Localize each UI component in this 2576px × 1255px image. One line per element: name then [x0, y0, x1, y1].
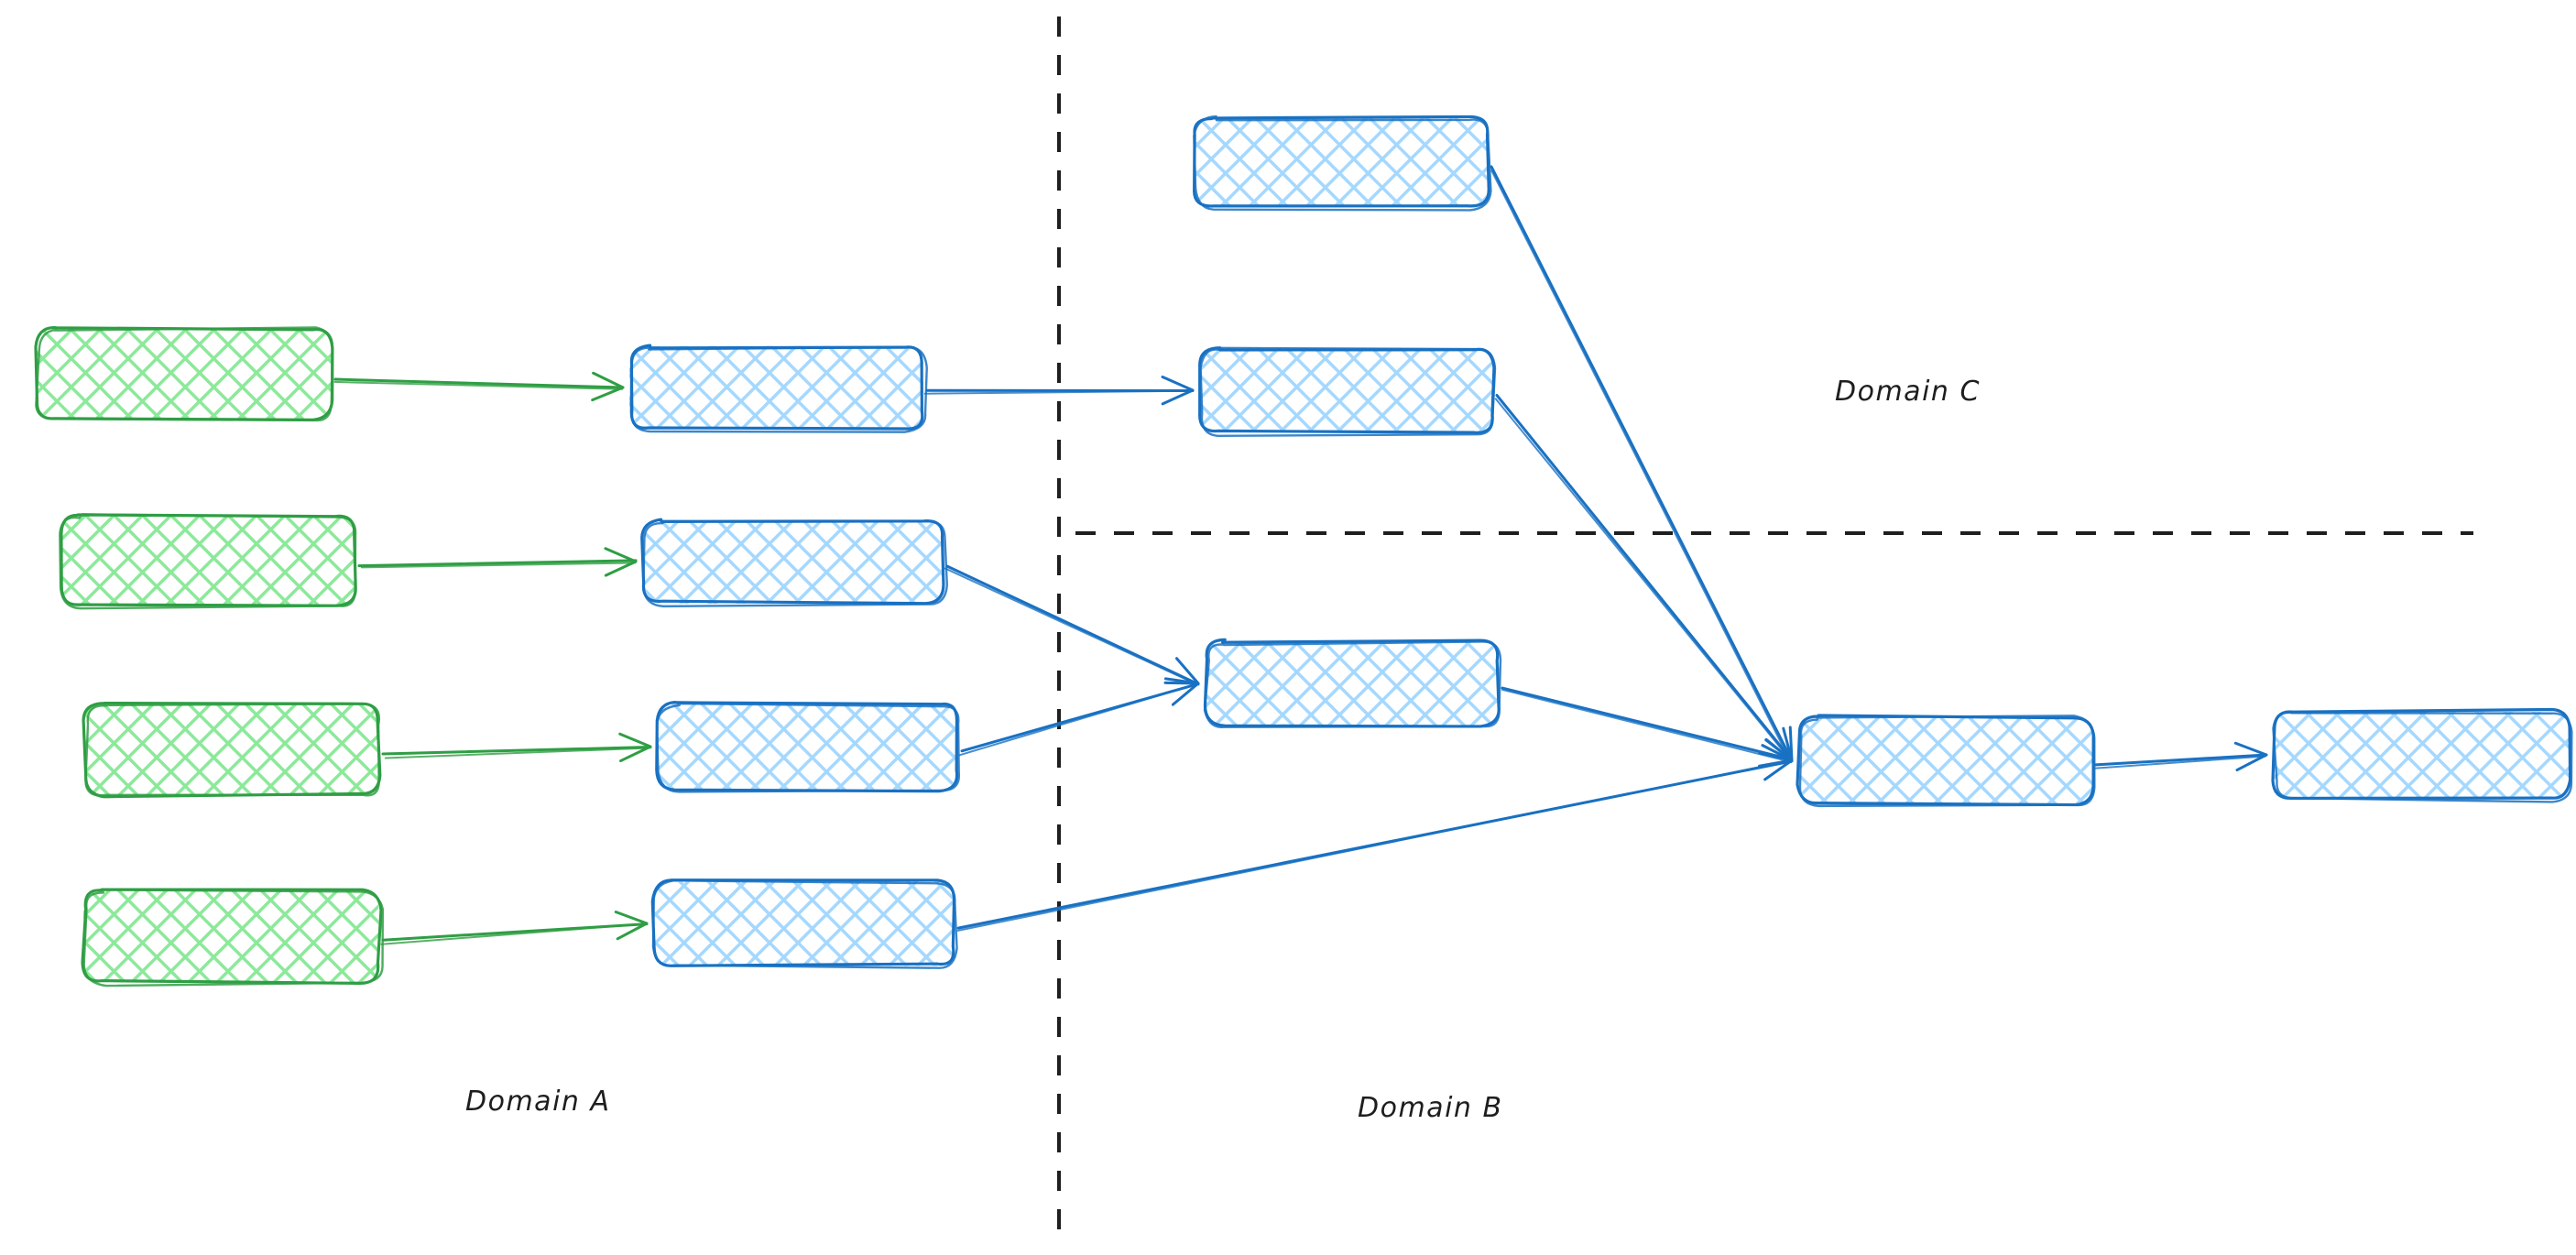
node-box-d1[interactable] [1796, 714, 2096, 808]
edge-d1-to-e1 [2094, 741, 2268, 772]
nodes-group [34, 115, 2573, 988]
node-box-a4[interactable] [81, 888, 385, 988]
edge-c1-to-d1 [1490, 165, 1794, 764]
edge-b3-to-c3 [958, 677, 1200, 757]
node-box-a2[interactable] [59, 513, 357, 610]
edge-b2-to-c3 [944, 564, 1200, 686]
node-box-b3[interactable] [655, 700, 961, 793]
domain-a-label: Domain A [465, 1086, 611, 1118]
edge-b1-to-c2 [923, 375, 1195, 406]
node-box-e1[interactable] [2271, 707, 2573, 803]
domain-b-label: Domain B [1358, 1092, 1503, 1124]
domain-dividers [1057, 16, 2473, 1242]
edge-a3-to-b3 [381, 732, 652, 763]
node-box-a3[interactable] [82, 702, 382, 799]
edge-a4-to-b4 [380, 911, 649, 945]
node-box-b2[interactable] [640, 518, 949, 608]
node-box-a1[interactable] [34, 325, 334, 422]
edge-a1-to-b1 [333, 371, 625, 402]
domain-c-label: Domain C [1835, 376, 1981, 408]
edge-c2-to-d1 [1494, 393, 1794, 762]
node-box-c1[interactable] [1193, 115, 1492, 212]
node-box-c3[interactable] [1203, 638, 1502, 728]
edge-c3-to-d1 [1501, 686, 1794, 768]
node-box-b4[interactable] [650, 878, 958, 969]
node-box-b1[interactable] [628, 344, 928, 433]
edge-b4-to-d1 [956, 751, 1794, 932]
edge-a2-to-b2 [357, 547, 638, 577]
node-box-c2[interactable] [1198, 346, 1497, 437]
edges-group [333, 165, 2268, 945]
